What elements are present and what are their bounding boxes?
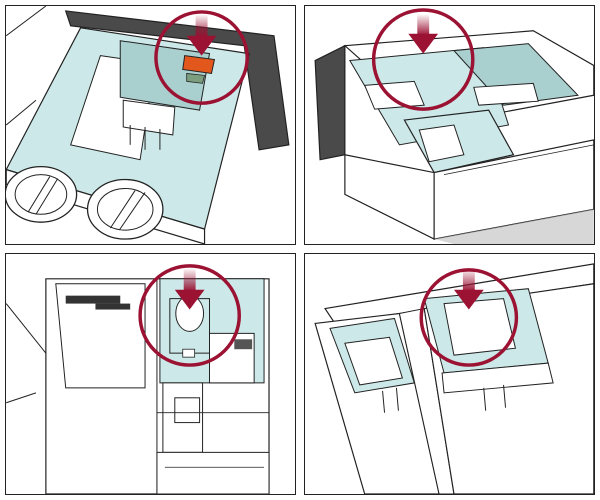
panel-bottom-left — [5, 253, 296, 495]
down-arrow-icon — [408, 13, 439, 54]
down-arrow-icon — [186, 13, 217, 56]
drawer-illustration-4 — [314, 263, 594, 494]
panel-top-left — [5, 5, 296, 245]
drawer-illustration-1 — [6, 6, 290, 244]
highlight-circle-icon — [371, 8, 475, 111]
knob-right — [86, 178, 164, 240]
panel-top-right — [304, 5, 595, 245]
drawer-illustration-2 — [314, 8, 594, 244]
down-arrow-icon — [453, 267, 484, 310]
highlight-circle-icon — [154, 10, 249, 105]
release-tab — [182, 55, 216, 74]
knob-left — [6, 166, 78, 223]
highlight-circle-icon — [138, 264, 241, 367]
drawer-illustration-3 — [6, 264, 270, 494]
panel-bottom-right — [304, 253, 595, 495]
down-arrow-icon — [174, 267, 205, 310]
